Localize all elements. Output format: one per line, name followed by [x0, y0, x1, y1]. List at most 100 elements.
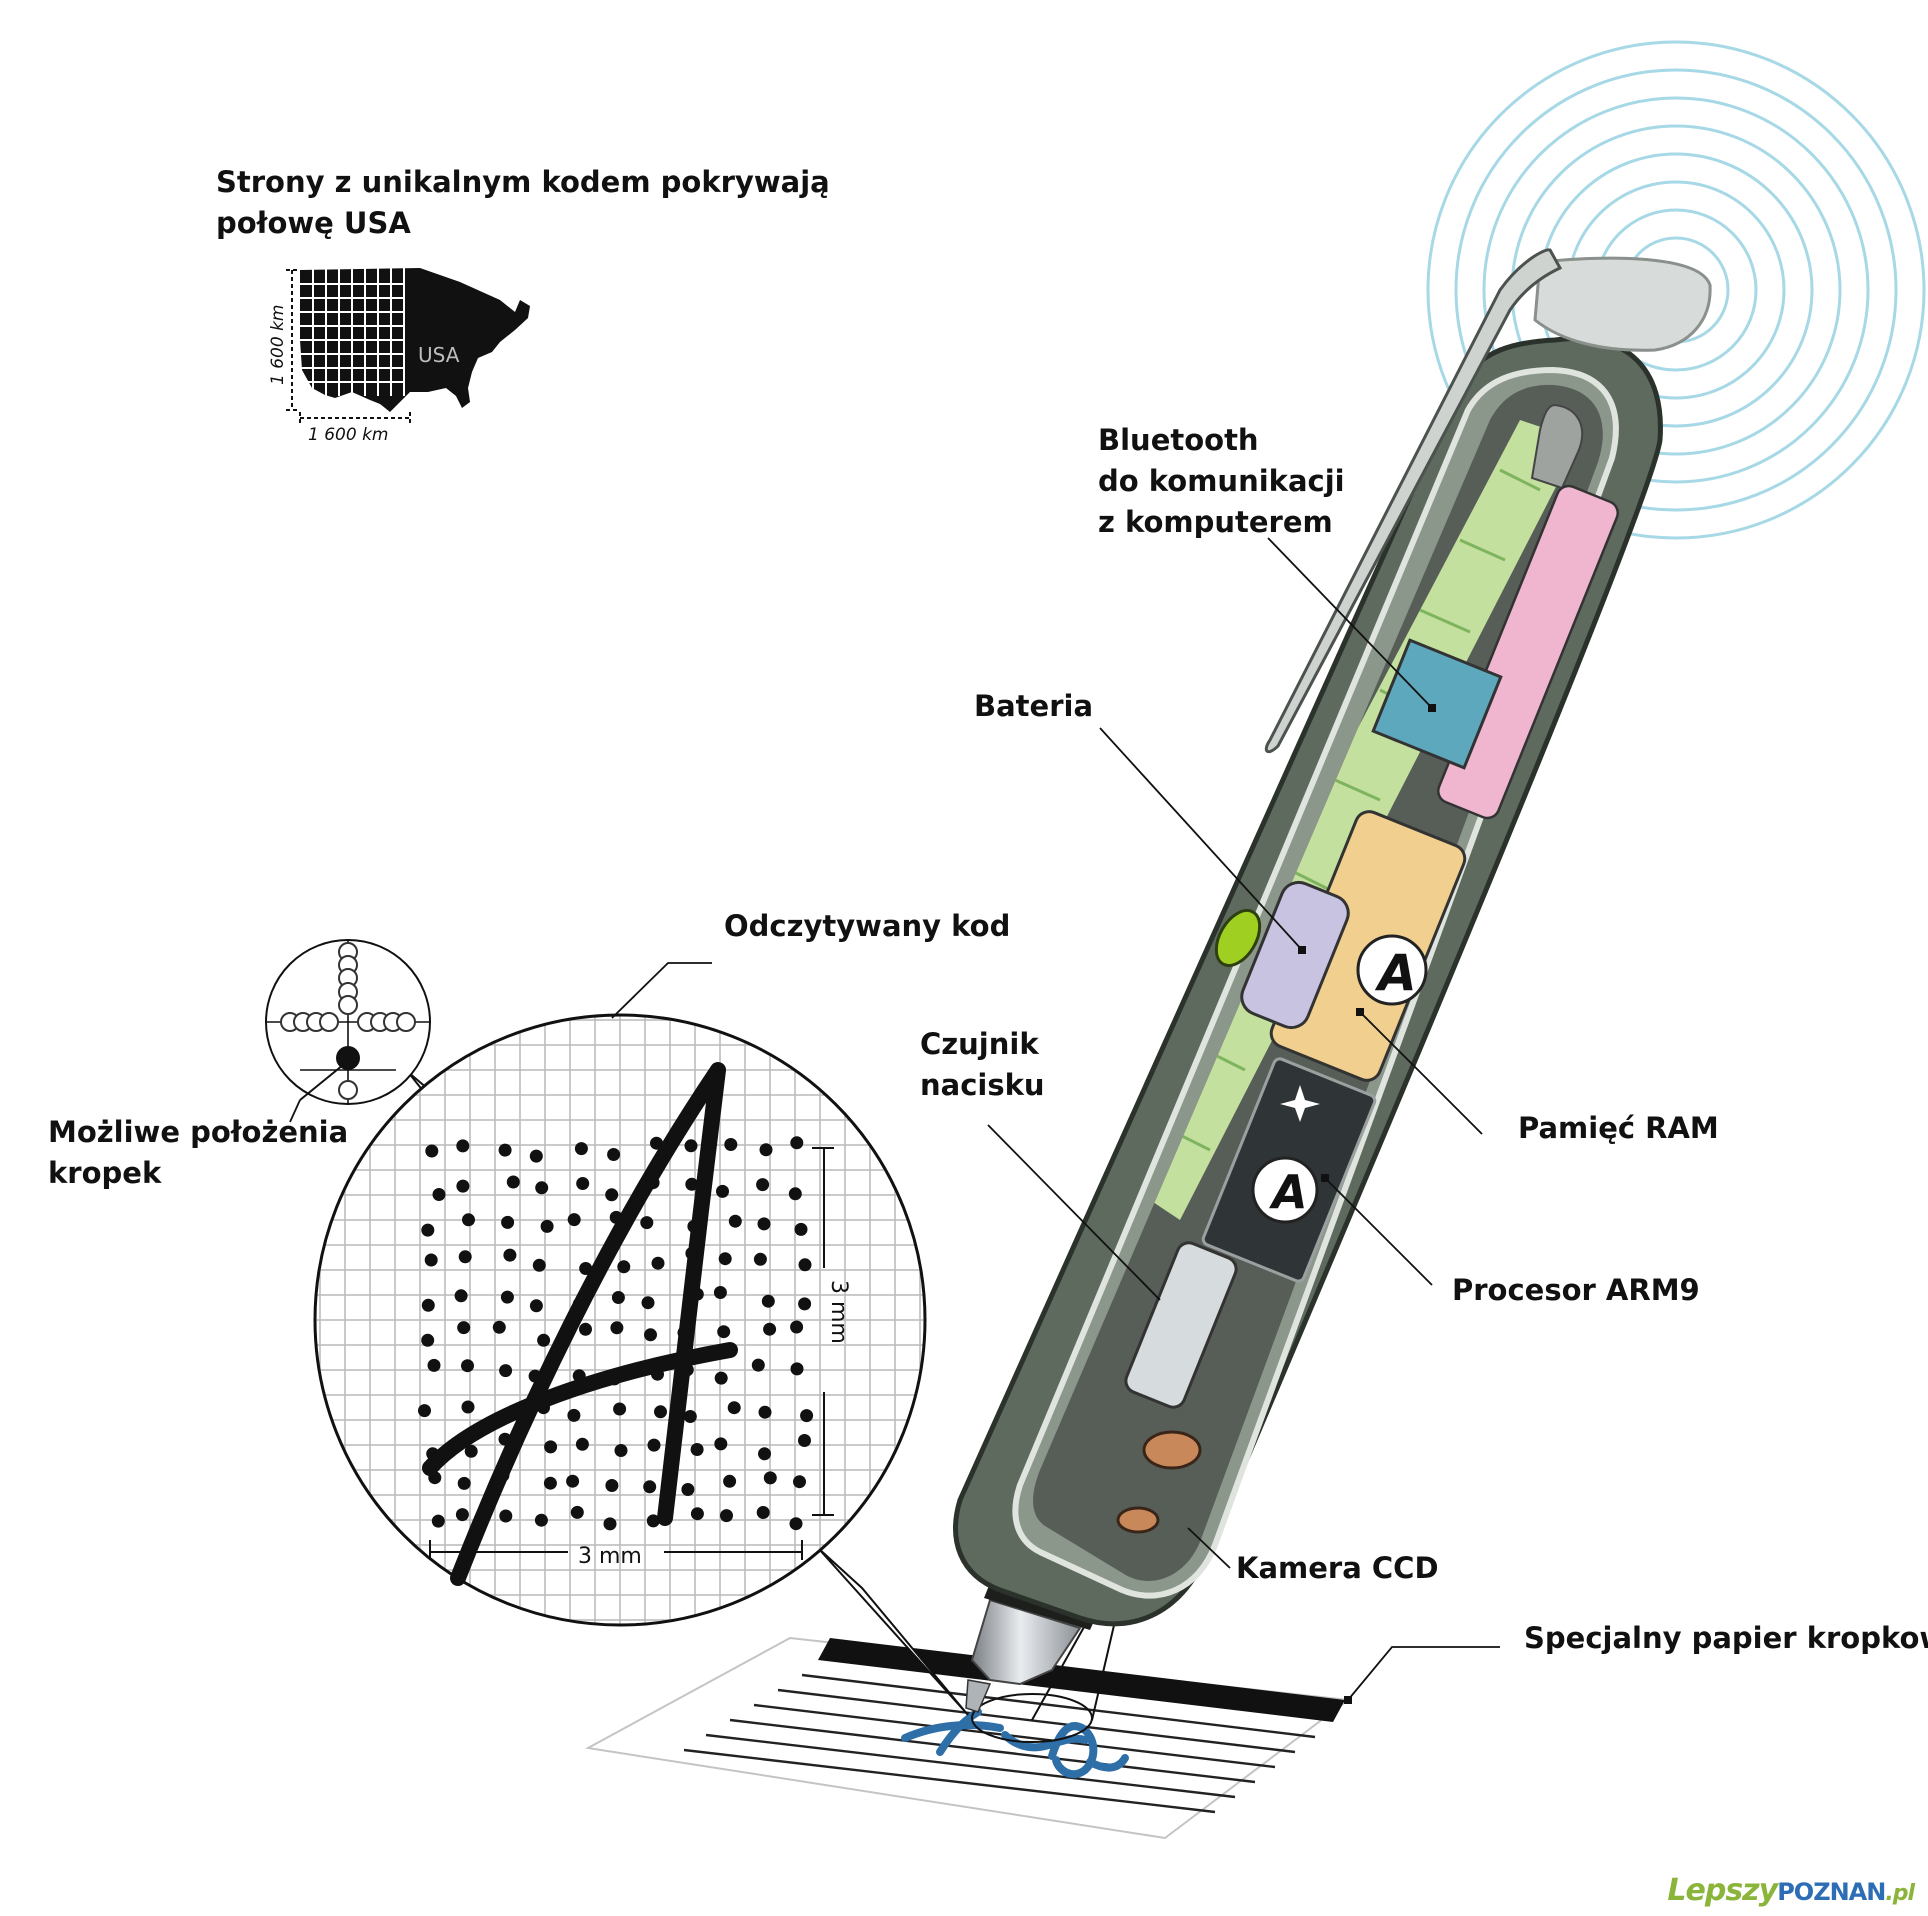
handwriting-ink: [901, 1708, 1129, 1779]
code-dot: [684, 1139, 698, 1153]
code-dot: [758, 1405, 772, 1419]
code-dot: [728, 1214, 742, 1228]
dot-positions-label: Możliwe położenia kropek: [48, 1115, 349, 1190]
code-dot: [535, 1181, 549, 1195]
code-dot: [457, 1321, 471, 1335]
paper-label: Specjalny papier kropkowany: [1524, 1621, 1928, 1655]
code-dot: [718, 1252, 732, 1266]
pen-clip: [1264, 248, 1563, 754]
code-dot: [756, 1178, 770, 1192]
code-dot: [793, 1475, 806, 1489]
code-dot: [610, 1321, 624, 1335]
code-dot: [651, 1256, 665, 1270]
processor-label: Procesor ARM9: [1452, 1273, 1700, 1307]
usa-height-label: 1 600 km: [268, 305, 288, 385]
code-dot: [723, 1474, 737, 1488]
code-dot: [644, 1328, 657, 1342]
code-dot: [418, 1404, 431, 1418]
code-dot: [683, 1410, 697, 1423]
code-dot: [800, 1409, 814, 1423]
code-dot: [727, 1401, 741, 1415]
battery-cell: [1240, 880, 1350, 1030]
watermark-logo: LepszyPOZNAN.pl: [1649, 1838, 1915, 1908]
code-dot: [613, 1402, 627, 1416]
code-dot: [607, 1148, 621, 1161]
code-dot: [566, 1474, 580, 1488]
code-dot: [455, 1508, 469, 1522]
code-dot: [763, 1471, 777, 1485]
code-dot: [462, 1213, 475, 1227]
code-dot: [646, 1514, 660, 1528]
code-dot: [431, 1514, 445, 1528]
code-dot: [720, 1509, 733, 1523]
code-dot: [498, 1143, 512, 1157]
code-dot: [424, 1253, 438, 1267]
code-dot: [421, 1223, 435, 1237]
code-dot: [690, 1507, 704, 1521]
code-dot: [758, 1447, 771, 1461]
code-dot: [456, 1179, 470, 1193]
code-dot: [761, 1294, 775, 1308]
code-dot: [537, 1333, 551, 1347]
code-dot: [790, 1136, 804, 1150]
bluetooth-module: [1371, 638, 1503, 770]
code-dot: [576, 1177, 590, 1190]
code-dot: [647, 1438, 661, 1452]
pen-tip: [970, 1598, 1082, 1686]
battery-label: Bateria: [974, 689, 1094, 723]
magnifier-wedge: [817, 1547, 969, 1716]
svg-text:A: A: [1374, 944, 1417, 1002]
code-dot: [454, 1289, 468, 1303]
code-dot: [643, 1480, 657, 1494]
smart-pen: A A: [953, 248, 1712, 1721]
code-dot: [529, 1299, 543, 1313]
pen-cap-top: [1533, 256, 1712, 352]
code-dot: [421, 1333, 435, 1347]
code-dot: [603, 1517, 617, 1531]
code-dot: [503, 1248, 517, 1262]
code-dot: [575, 1437, 589, 1451]
code-dot: [640, 1216, 654, 1230]
usa-country-label: USA: [418, 343, 460, 367]
pressure-sensor: [1124, 1241, 1238, 1409]
svg-text:A: A: [1269, 1165, 1308, 1219]
ram-logo: [1356, 934, 1428, 1006]
usa-silhouette: [300, 268, 530, 412]
code-dot: [432, 1188, 446, 1201]
map-title-label: Strony z unikalnym kodem pokrywają połow…: [216, 165, 830, 240]
code-dot: [757, 1217, 771, 1231]
flash-memory: [1437, 484, 1619, 820]
code-dot: [714, 1437, 728, 1451]
code-dot: [605, 1188, 619, 1202]
code-dot: [763, 1322, 777, 1336]
bluetooth-label: Bluetooth do komunikacji z komputerem: [1098, 423, 1345, 539]
ram-label: Pamięć RAM: [1518, 1111, 1719, 1145]
code-dot: [714, 1371, 728, 1385]
code-dot: [544, 1440, 558, 1454]
code-dot: [425, 1144, 439, 1158]
code-dot: [614, 1444, 628, 1457]
letter-stroke: [450, 1062, 726, 1586]
code-dot: [611, 1291, 625, 1304]
code-dot: [790, 1362, 804, 1376]
code-dot: [759, 1143, 773, 1157]
code-dot: [458, 1250, 472, 1264]
code-dot: [751, 1358, 765, 1372]
code-dot: [717, 1325, 731, 1339]
processor-logo: [1251, 1156, 1319, 1224]
pcb-board: [1120, 420, 1580, 1220]
code-dot: [753, 1252, 767, 1266]
code-dot: [529, 1149, 543, 1163]
code-dot: [685, 1177, 699, 1191]
code-dot: [534, 1513, 548, 1527]
camera-label: Kamera CCD: [1236, 1551, 1439, 1585]
code-dot: [617, 1260, 631, 1274]
watermark-part3: .pl: [1885, 1881, 1915, 1906]
magnifier-circle: 3 mm 3 mm: [313, 1013, 927, 1627]
code-dot: [567, 1213, 581, 1227]
code-label: Odczytywany kod: [724, 909, 1011, 943]
code-dot: [789, 1517, 803, 1531]
code-dot: [790, 1320, 804, 1334]
paper-black-band: [818, 1638, 1345, 1722]
code-dot: [681, 1483, 695, 1496]
